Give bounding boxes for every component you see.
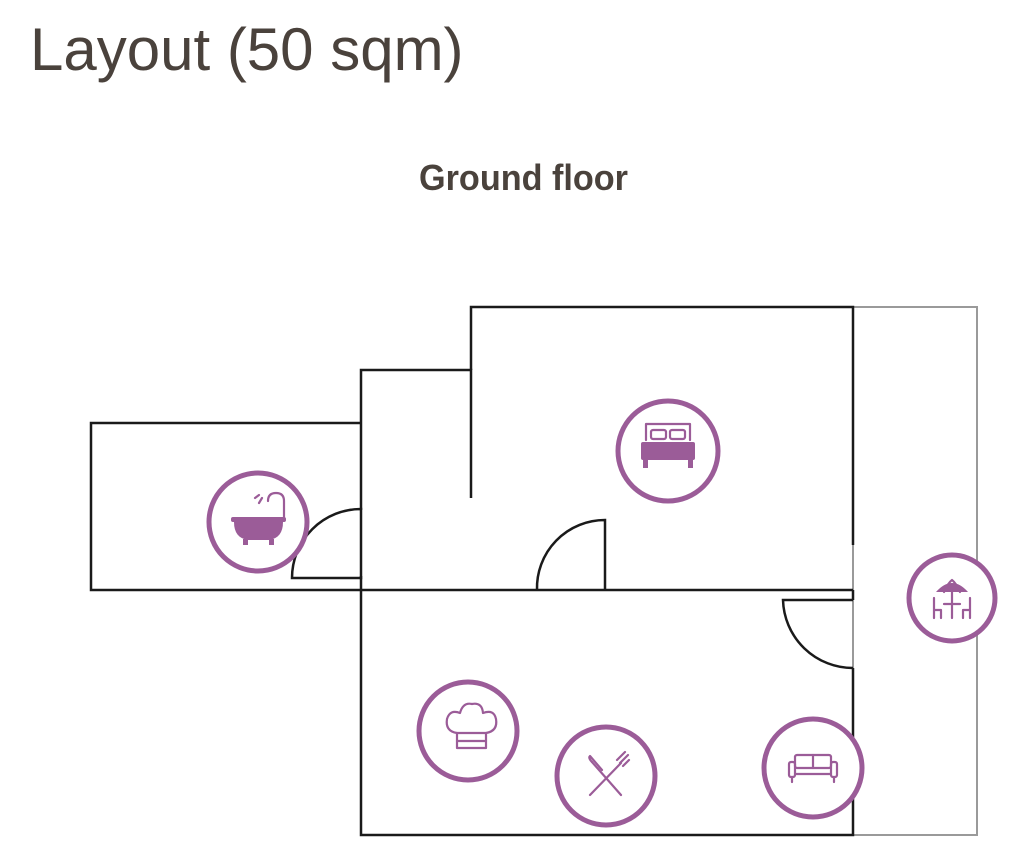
bedroom-walls <box>469 305 855 545</box>
bathtub-icon <box>206 470 310 574</box>
hallway-walls <box>359 368 473 590</box>
bathroom-walls <box>89 421 361 592</box>
sofa-icon <box>761 716 865 820</box>
patio-umbrella-table-icon <box>906 552 998 644</box>
fork-knife-icon <box>554 724 658 828</box>
page-title: Layout (50 sqm) <box>30 16 464 83</box>
terrace-door <box>781 598 854 670</box>
bathroom-door <box>290 507 363 580</box>
floor-title: Ground floor <box>419 157 628 198</box>
bedroom-door <box>535 518 607 591</box>
chef-hat-icon <box>416 679 520 783</box>
bed-icon <box>615 398 721 504</box>
